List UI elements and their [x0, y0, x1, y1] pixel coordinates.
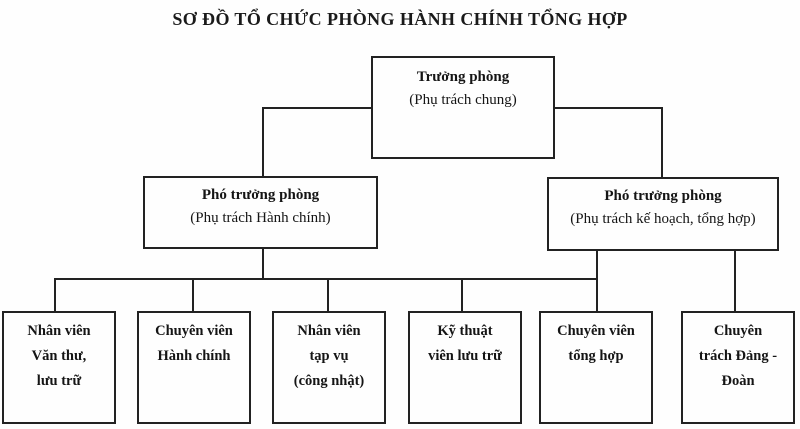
- org-box-line: Chuyên: [713, 323, 763, 339]
- org-box-chuyen-vien-hanh-chinh: Chuyên viên Hành chính: [137, 311, 251, 424]
- org-box-ky-thuat-vien-luu-tru: Kỹ thuật viên lưu trữ: [408, 311, 522, 424]
- org-box-subtitle: (Phụ trách Hành chính): [190, 210, 331, 226]
- connector-line: [461, 278, 463, 312]
- connector-line: [262, 107, 372, 109]
- org-box-line: trách Đảng -: [698, 348, 778, 364]
- org-box-chuyen-vien-tong-hop: Chuyên viên tổng hợp: [539, 311, 653, 424]
- org-box-line: (công nhật): [293, 373, 365, 389]
- org-box-chuyen-trach-dang-doan: Chuyên trách Đảng - Đoàn: [681, 311, 795, 424]
- org-box-title: Phó trưởng phòng: [201, 187, 320, 203]
- org-box-line: Chuyên viên: [155, 323, 233, 339]
- org-box-line: Văn thư,: [31, 348, 87, 364]
- org-box-line: tạp vụ: [309, 348, 349, 364]
- connector-line: [734, 249, 736, 312]
- org-box-line: Kỹ thuật: [437, 323, 493, 339]
- connector-line: [262, 107, 264, 178]
- org-box-truong-phong: Trưởng phòng (Phụ trách chung): [371, 56, 555, 159]
- org-box-line: Hành chính: [157, 348, 231, 364]
- org-box-nhan-vien-tap-vu: Nhân viên tạp vụ (công nhật): [272, 311, 386, 424]
- diagram-title: SƠ ĐỒ TỔ CHỨC PHÒNG HÀNH CHÍNH TỔNG HỢP: [172, 9, 628, 29]
- org-box-line: tổng hợp: [568, 348, 624, 364]
- org-box-title: Trưởng phòng: [416, 69, 510, 85]
- connector-line: [327, 278, 329, 312]
- org-box-line: Nhân viên: [297, 323, 361, 339]
- connector-line: [262, 247, 264, 280]
- org-box-subtitle: (Phụ trách kế hoạch, tổng hợp): [570, 211, 756, 227]
- org-box-title: Phó trưởng phòng: [604, 188, 722, 204]
- org-box-line: viên lưu trữ: [428, 348, 502, 364]
- org-box-nhan-vien-van-thu-luu-tru: Nhân viên Văn thư, lưu trữ: [2, 311, 116, 424]
- org-box-line: Nhân viên: [27, 323, 91, 339]
- connector-line: [553, 107, 663, 109]
- org-box-pho-truong-phong-ke-hoach: Phó trưởng phòng (Phụ trách kế hoạch, tổ…: [547, 177, 779, 251]
- org-box-pho-truong-phong-hanh-chinh: Phó trưởng phòng (Phụ trách Hành chính): [143, 176, 378, 249]
- org-box-subtitle: (Phụ trách chung): [409, 92, 517, 108]
- connector-line: [192, 278, 194, 312]
- org-box-line: Chuyên viên: [557, 323, 635, 339]
- connector-line: [596, 249, 598, 312]
- connector-line: [661, 107, 663, 179]
- org-box-line: lưu trữ: [36, 373, 82, 389]
- connector-line: [54, 278, 56, 312]
- connector-bus-line: [54, 278, 598, 280]
- org-box-line: Đoàn: [721, 373, 755, 389]
